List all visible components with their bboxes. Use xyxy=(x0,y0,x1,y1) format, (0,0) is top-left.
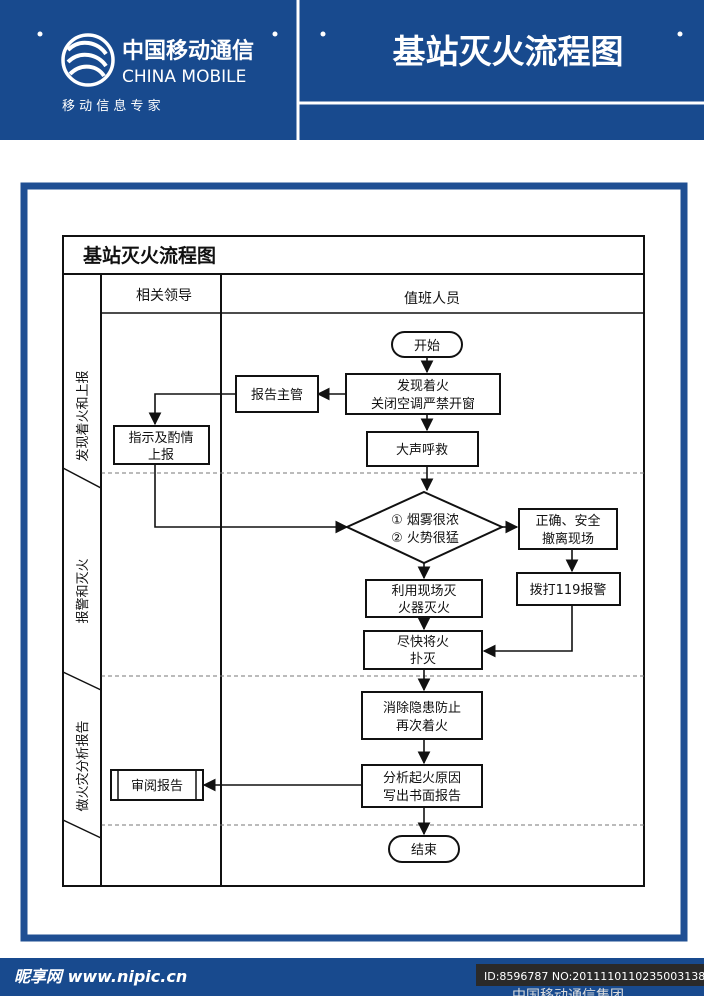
svg-text:写出书面报告: 写出书面报告 xyxy=(383,789,461,804)
node-decision-smoke-fire: ① 烟雾很浓 ② 火势很猛 xyxy=(344,490,505,565)
svg-text:扑灭: 扑灭 xyxy=(410,652,436,667)
image-id: ID:8596787 NO:20111101102350031380 xyxy=(484,970,704,983)
phase-label-report: 做火灾分析报告 xyxy=(75,720,91,811)
arrow-instruct-to-decision xyxy=(154,464,349,534)
node-call-119: 拨打119报警 xyxy=(516,572,621,606)
node-analyze-cause: 分析起火原因 写出书面报告 xyxy=(361,764,483,808)
node-instruct-report: 指示及酌情 上报 xyxy=(113,425,210,465)
phase-label-alarm: 报警和灭火 xyxy=(75,558,91,623)
node-end-label: 结束 xyxy=(411,843,437,858)
svg-text:报告主管: 报告主管 xyxy=(251,388,303,403)
brand-slogan: 移 动 信 息 专 家 xyxy=(62,98,161,114)
lane-header-duty: 值班人员 xyxy=(404,291,460,307)
node-shout-for-help: 大声呼救 xyxy=(366,431,479,467)
svg-text:拨打119报警: 拨打119报警 xyxy=(530,582,607,598)
node-start-label: 开始 xyxy=(414,339,440,354)
brand-name-en: CHINA MOBILE xyxy=(122,67,246,87)
svg-text:撤离现场: 撤离现场 xyxy=(542,531,594,547)
header-bar xyxy=(0,0,704,140)
svg-text:正确、安全: 正确、安全 xyxy=(535,513,600,529)
svg-text:尽快将火: 尽快将火 xyxy=(397,635,449,650)
flow-connectors xyxy=(148,357,579,836)
svg-text:利用现场灭: 利用现场灭 xyxy=(391,584,456,599)
svg-text:再次着火: 再次着火 xyxy=(396,718,448,734)
china-mobile-logo-icon xyxy=(61,33,115,87)
footer-bar xyxy=(0,958,704,996)
phase-chevrons xyxy=(62,467,102,840)
node-put-out-fire: 尽快将火 扑灭 xyxy=(363,630,483,670)
svg-text:大声呼救: 大声呼救 xyxy=(396,442,448,458)
node-eliminate-hazards: 消除隐患防止 再次着火 xyxy=(361,691,483,740)
watermark-logo: 昵享网 www.nipic.cn xyxy=(14,967,187,986)
svg-text:火器灭火: 火器灭火 xyxy=(398,601,450,616)
node-start: 开始 xyxy=(391,331,463,358)
svg-text:审阅报告: 审阅报告 xyxy=(131,779,183,794)
lane-header-leader: 相关领导 xyxy=(136,288,192,304)
arrow-supervisor-to-instruct xyxy=(148,393,236,426)
svg-text:② 火势很猛: ② 火势很猛 xyxy=(391,530,459,546)
node-review-report: 审阅报告 xyxy=(110,769,204,801)
page-title: 基站灭火流程图 xyxy=(393,32,624,71)
node-discover-fire: 发现着火 关闭空调严禁开窗 xyxy=(345,373,501,415)
svg-text:分析起火原因: 分析起火原因 xyxy=(383,771,461,786)
chart-title: 基站灭火流程图 xyxy=(82,244,216,267)
svg-text:① 烟雾很浓: ① 烟雾很浓 xyxy=(391,513,459,528)
svg-text:指示及酌情: 指示及酌情 xyxy=(128,431,193,446)
node-evacuate: 正确、安全 撤离现场 xyxy=(518,508,618,550)
arrow-call119-to-putout xyxy=(482,605,573,658)
svg-text:上报: 上报 xyxy=(148,448,174,463)
node-end: 结束 xyxy=(388,835,460,863)
svg-text:关闭空调严禁开窗: 关闭空调严禁开窗 xyxy=(371,396,475,412)
phase-label-discover: 发现着火和上报 xyxy=(75,370,91,461)
group-name: 中国移动通信集团 xyxy=(512,987,624,996)
brand-name-cn: 中国移动通信 xyxy=(122,38,254,64)
node-use-extinguisher: 利用现场灭 火器灭火 xyxy=(365,579,483,618)
svg-text:发现着火: 发现着火 xyxy=(397,378,449,394)
flowchart-frame xyxy=(62,235,645,887)
node-report-supervisor: 报告主管 xyxy=(235,375,319,413)
svg-text:消除隐患防止: 消除隐患防止 xyxy=(383,700,461,716)
outer-frame xyxy=(20,182,688,942)
